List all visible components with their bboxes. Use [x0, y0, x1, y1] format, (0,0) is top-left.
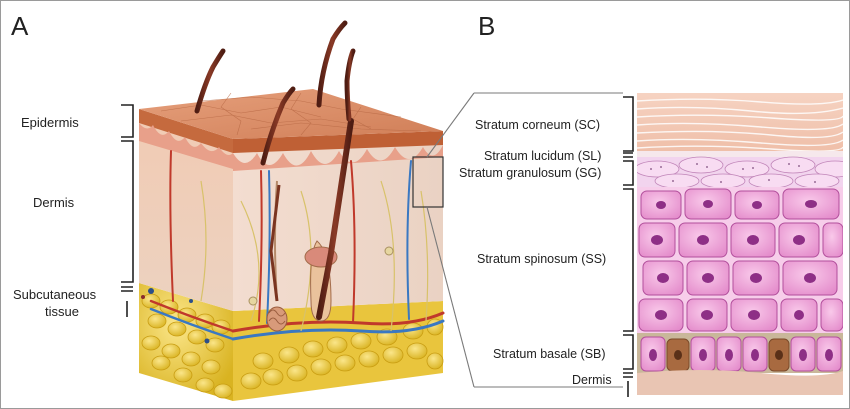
zoom-box [412, 156, 444, 208]
subcutaneous-label-line1: Subcutaneous [13, 287, 97, 302]
dermis-b-bracket [623, 372, 633, 378]
subcutaneous-label-line2: tissue [45, 304, 79, 319]
ss-bracket [623, 188, 634, 332]
zoom-connector-bottom [426, 206, 475, 388]
dermis-front [139, 121, 233, 311]
sweat-gland [266, 180, 288, 332]
skin-block [139, 20, 445, 401]
granules [650, 163, 816, 183]
stratum-spinosum-label: Stratum spinosum (SS) [477, 252, 606, 266]
panel-b-letter: B [478, 11, 495, 41]
epidermis-side-band [233, 131, 443, 153]
epidermis-label: Epidermis [21, 115, 79, 130]
basal-cells [640, 336, 842, 372]
sg-bracket [623, 160, 634, 186]
stratum-basale-label: Stratum basale (SB) [493, 347, 606, 361]
sc-bracket [623, 96, 634, 152]
stratum-granulosum-label: Stratum granulosum (SG) [459, 166, 601, 180]
hair-shaft-4 [260, 86, 296, 166]
blood-vessels [149, 150, 445, 341]
dermis-layer [637, 370, 843, 395]
papillary-dermis-side [233, 145, 443, 171]
surface-texture [160, 92, 422, 136]
dermis-label: Dermis [33, 195, 75, 210]
dermis-side [233, 143, 443, 311]
panel-a-letter: A [11, 11, 29, 41]
hair-shaft-3 [194, 48, 226, 114]
dermis-b-label: Dermis [572, 373, 612, 387]
epidermis-layers [637, 93, 843, 395]
corneum-lines [637, 98, 843, 152]
hair-follicle-main [304, 118, 354, 322]
hair-shaft-1 [344, 48, 356, 122]
granulosum-cells [637, 156, 843, 189]
basal-nuclei [649, 349, 833, 361]
hair-shaft-2 [316, 20, 348, 108]
stratum-corneum-label: Stratum corneum (SC) [475, 118, 600, 132]
cell-nuclei [651, 200, 817, 320]
stratum-lucidum-layer [637, 151, 843, 157]
epidermis-bracket [121, 104, 134, 138]
hair-root-small [269, 184, 281, 302]
sb-bracket [623, 334, 634, 370]
zoom-connector-top [426, 92, 475, 158]
papillary-dermis-front [139, 123, 233, 169]
epidermis-front-band [139, 109, 233, 153]
receptor-dots [141, 246, 394, 344]
stratum-corneum-layer [637, 93, 843, 151]
subcutaneous-bracket-top [121, 286, 133, 292]
sl-bracket [623, 152, 633, 158]
dermis-bracket [121, 140, 134, 283]
stratum-lucidum-label: Stratum lucidum (SL) [484, 149, 601, 163]
